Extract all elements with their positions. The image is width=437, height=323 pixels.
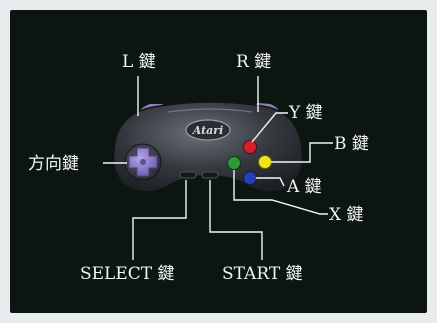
controller-body — [112, 101, 304, 193]
start-button — [201, 171, 219, 179]
button-x — [227, 156, 241, 170]
button-b — [258, 155, 272, 169]
leader-start — [209, 180, 263, 260]
leader-b — [271, 142, 333, 163]
label-dpad-key: 方向鍵 — [28, 154, 79, 174]
label-r-key: R 鍵 — [236, 52, 271, 72]
logo-badge — [185, 119, 231, 141]
label-x-key: X 鍵 — [329, 205, 364, 225]
label-l-key: L 鍵 — [122, 52, 156, 72]
label-y-key: Y 鍵 — [288, 103, 323, 123]
dpad-center — [140, 159, 146, 165]
label-start-key: START 鍵 — [222, 264, 303, 284]
leader-x — [233, 170, 328, 215]
leader-select — [132, 180, 187, 260]
button-a — [243, 171, 257, 185]
button-y — [243, 140, 257, 154]
body-highlight — [167, 108, 253, 113]
label-select-key: SELECT 鍵 — [80, 264, 175, 284]
leader-y — [251, 112, 288, 143]
label-a-key: A 鍵 — [286, 177, 322, 197]
select-button — [179, 171, 197, 179]
label-b-key: B 鍵 — [334, 134, 369, 154]
leader-a — [256, 177, 285, 187]
logo-text: Atari — [192, 124, 224, 137]
